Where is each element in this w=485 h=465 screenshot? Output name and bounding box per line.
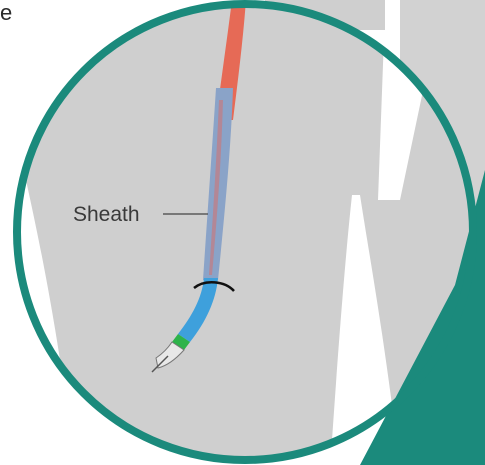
sheath-label: Sheath bbox=[73, 203, 140, 226]
